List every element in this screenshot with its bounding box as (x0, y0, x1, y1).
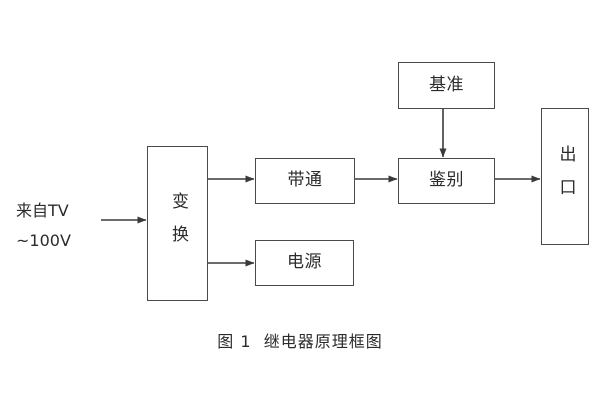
input-source-line-1: 来自TV (16, 201, 69, 220)
figure-caption: 图 1 继电器原理框图 (217, 332, 383, 351)
block-bandpass[interactable]: 带通 (255, 158, 355, 204)
block-power-supply-label: 电源 (287, 252, 322, 273)
block-reference[interactable]: 基准 (398, 62, 495, 109)
block-output[interactable]: 出口 (541, 108, 589, 245)
block-reference-label: 基准 (429, 74, 464, 95)
input-source-label: 来自TV ~100V (16, 196, 126, 256)
block-convert[interactable]: 变换 (147, 146, 208, 301)
block-output-label: 出口 (555, 144, 576, 211)
block-convert-label: 变换 (168, 191, 188, 258)
block-bandpass-label: 带通 (287, 170, 323, 191)
block-discriminate-label: 鉴别 (429, 170, 464, 191)
block-power-supply[interactable]: 电源 (255, 240, 354, 286)
input-source-line-2: ~100V (16, 231, 71, 250)
block-discriminate[interactable]: 鉴别 (398, 158, 495, 204)
